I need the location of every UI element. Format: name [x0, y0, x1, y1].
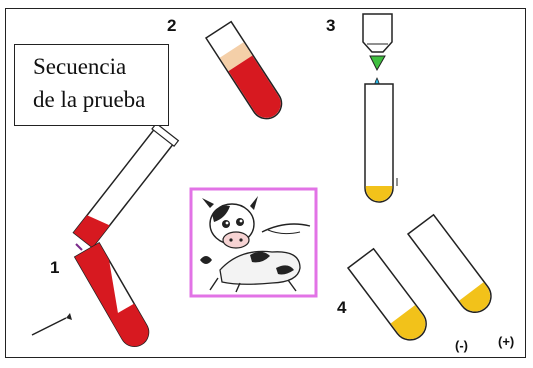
step1-upper-tube [72, 122, 180, 249]
step4-negative-tube [346, 247, 427, 341]
step2-tube [204, 20, 283, 120]
title-box: Secuencia de la prueba [14, 44, 169, 126]
step-3-label: 3 [326, 16, 336, 35]
step-1-label: 1 [50, 258, 60, 277]
dropper-icon [362, 13, 393, 93]
step1-lower-tube [73, 241, 150, 348]
result-positive-label: (+) [498, 334, 515, 349]
step-2-label: 2 [167, 16, 177, 35]
title-line-1: Secuencia [33, 54, 127, 79]
result-negative-label: (-) [455, 338, 468, 353]
cow-illustration [189, 187, 318, 298]
title-line-2: de la prueba [33, 87, 146, 112]
step3-tube [364, 83, 398, 203]
step1-transfer-mark [75, 243, 83, 251]
step4-positive-tube [406, 213, 492, 313]
step-4-label: 4 [337, 298, 347, 317]
syringe-needle-icon [31, 313, 72, 336]
